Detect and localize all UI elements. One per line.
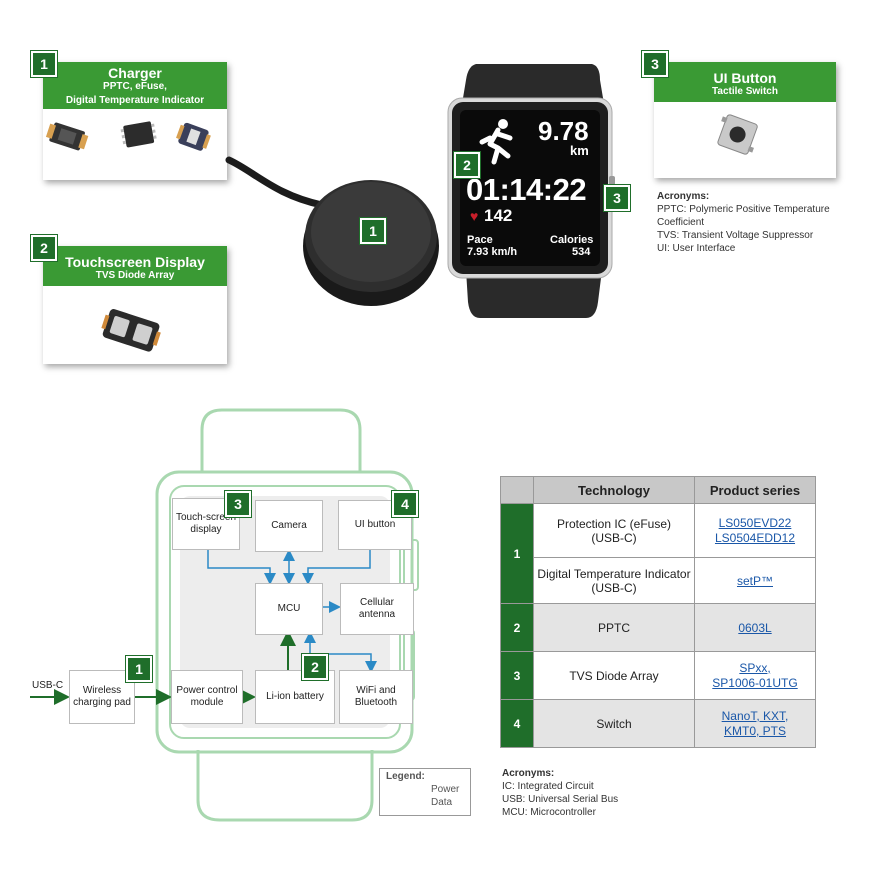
legend-power-label: Power bbox=[431, 784, 460, 795]
table-tech-tvs: TVS Diode Array bbox=[533, 651, 695, 700]
pace-value: 7.93 km/h bbox=[467, 246, 518, 258]
table-row: 1 Protection IC (eFuse) (USB-C) LS050EVD… bbox=[500, 503, 816, 604]
series-link-setp[interactable]: setP™ bbox=[736, 573, 773, 588]
charger-badge: 1 bbox=[31, 51, 57, 77]
block-touch-badge: 3 bbox=[225, 491, 251, 517]
charging-pad-badge: 1 bbox=[360, 218, 386, 244]
table-row: 2 PPTC 0603L bbox=[500, 603, 816, 652]
table-series-cell: 0603L bbox=[694, 603, 816, 652]
table-series-cell: NanoT, KXT, KMT0, PTS bbox=[694, 699, 816, 748]
table-row: 4 Switch NanoT, KXT, KMT0, PTS bbox=[500, 699, 816, 748]
pace-label: Pace bbox=[467, 234, 493, 246]
touchscreen-card: Touchscreen Display TVS Diode Array bbox=[43, 246, 227, 364]
block-battery-badge: 2 bbox=[302, 654, 328, 680]
legend-box bbox=[379, 768, 471, 816]
table-header-series: Product series bbox=[694, 476, 816, 504]
block-cellular-antenna: Cellular antenna bbox=[340, 583, 414, 635]
ui-button-title: UI Button bbox=[713, 70, 777, 86]
charger-sub1: PPTC, eFuse, bbox=[103, 81, 167, 92]
block-camera: Camera bbox=[255, 500, 323, 552]
series-link-sp1006[interactable]: SP1006-01UTG bbox=[712, 675, 798, 690]
runner-glyph bbox=[479, 119, 513, 165]
product-table: Technology Product series 1 Protection I… bbox=[500, 476, 816, 748]
table-row-num-4: 4 bbox=[500, 699, 534, 748]
series-link-ls0504edd12[interactable]: LS0504EDD12 bbox=[714, 530, 796, 545]
usb-c-label: USB-C bbox=[32, 680, 64, 691]
watch-button-badge: 3 bbox=[604, 185, 630, 211]
block-wifi-bluetooth: WiFi and Bluetooth bbox=[339, 670, 413, 724]
block-mcu: MCU bbox=[255, 583, 323, 635]
block-ui-badge: 4 bbox=[392, 491, 418, 517]
acronym-mcu: MCU: Microcontroller bbox=[502, 807, 596, 818]
table-row-num-2: 2 bbox=[500, 603, 534, 652]
touchscreen-title: Touchscreen Display bbox=[65, 254, 205, 270]
table-series-cell: setP™ bbox=[694, 557, 816, 604]
acronym-ui: UI: User Interface bbox=[657, 243, 736, 254]
table-tech-temperature-indicator: Digital Temperature Indicator (USB-C) bbox=[533, 557, 695, 604]
table-row: Digital Temperature Indicator (USB-C) se… bbox=[501, 557, 816, 604]
table-tech-switch: Switch bbox=[533, 699, 695, 748]
distance-unit: km bbox=[570, 143, 589, 158]
elapsed-time: 01:14:22 bbox=[466, 172, 587, 207]
calories-label: Calories bbox=[550, 234, 594, 246]
ui-button-sub: Tactile Switch bbox=[712, 86, 778, 97]
block-wireless-badge: 1 bbox=[126, 656, 152, 682]
series-link-nanot-kxt[interactable]: NanoT, KXT, bbox=[721, 708, 789, 723]
table-tech-protection-ic: Protection IC (eFuse) (USB-C) bbox=[533, 503, 695, 558]
acronym-tvs: TVS: Transient Voltage Suppressor bbox=[657, 230, 814, 241]
charger-sub2: Digital Temperature Indicator bbox=[65, 95, 205, 106]
acronyms-bottom-title: Acronyms: bbox=[502, 768, 555, 779]
ui-button-card: UI Button Tactile Switch bbox=[654, 62, 836, 178]
touchscreen-sub: TVS Diode Array bbox=[95, 270, 175, 281]
table-header-num bbox=[500, 476, 534, 504]
series-link-spxx[interactable]: SPxx, bbox=[739, 660, 771, 675]
legend-data-label: Data bbox=[431, 797, 453, 808]
heart-icon: ♥ bbox=[470, 208, 479, 224]
acronyms-top: Acronyms: PPTC: Polymeric Positive Tempe… bbox=[657, 190, 877, 255]
acronym-ic: IC: Integrated Circuit bbox=[502, 781, 594, 792]
table-row: 3 TVS Diode Array SPxx, SP1006-01UTG bbox=[500, 651, 816, 700]
series-link-0603l[interactable]: 0603L bbox=[738, 620, 772, 635]
table-series-cell: LS050EVD22 LS0504EDD12 bbox=[694, 503, 816, 558]
table-header-row: Technology Product series bbox=[500, 476, 816, 504]
charger-card-header: Charger PPTC, eFuse, Digital Temperature… bbox=[43, 62, 227, 109]
touchscreen-badge: 2 bbox=[31, 235, 57, 261]
table-row-num-1: 1 bbox=[500, 503, 534, 604]
series-link-ls050evd22[interactable]: LS050EVD22 bbox=[718, 515, 792, 530]
table-series-cell: SPxx, SP1006-01UTG bbox=[694, 651, 816, 700]
heart-rate: 142 bbox=[484, 206, 513, 225]
series-link-kmt0-pts[interactable]: KMT0, PTS bbox=[723, 723, 786, 738]
block-power-control-module: Power control module bbox=[171, 670, 243, 724]
table-tech-pptc: PPTC bbox=[533, 603, 695, 652]
table-header-technology: Technology bbox=[533, 476, 695, 504]
legend-title: Legend: bbox=[386, 771, 425, 782]
running-icon bbox=[476, 118, 516, 166]
touchscreen-card-header: Touchscreen Display TVS Diode Array bbox=[43, 246, 227, 286]
distance-value: 9.78 bbox=[538, 116, 589, 146]
calories-value: 534 bbox=[572, 246, 591, 258]
charger-components-image bbox=[45, 121, 211, 151]
acronym-pptc: PPTC: Polymeric Positive Temperature Coe… bbox=[657, 204, 830, 228]
table-row-num-3: 3 bbox=[500, 651, 534, 700]
acronyms-top-title: Acronyms: bbox=[657, 191, 710, 202]
ui-button-badge: 3 bbox=[642, 51, 668, 77]
tvs-diode-image bbox=[101, 309, 161, 352]
acronyms-bottom: Acronyms: IC: Integrated Circuit USB: Un… bbox=[502, 767, 618, 819]
tactile-switch-image bbox=[717, 114, 758, 155]
block-ui-button: UI button bbox=[338, 500, 412, 550]
watch-screen-badge: 2 bbox=[454, 152, 480, 178]
ui-button-card-header: UI Button Tactile Switch bbox=[654, 62, 836, 102]
block-wireless-charging-pad: Wireless charging pad bbox=[69, 670, 135, 724]
acronym-usb: USB: Universal Serial Bus bbox=[502, 794, 619, 805]
charger-title: Charger bbox=[108, 65, 162, 81]
charger-card: Charger PPTC, eFuse, Digital Temperature… bbox=[43, 62, 227, 180]
